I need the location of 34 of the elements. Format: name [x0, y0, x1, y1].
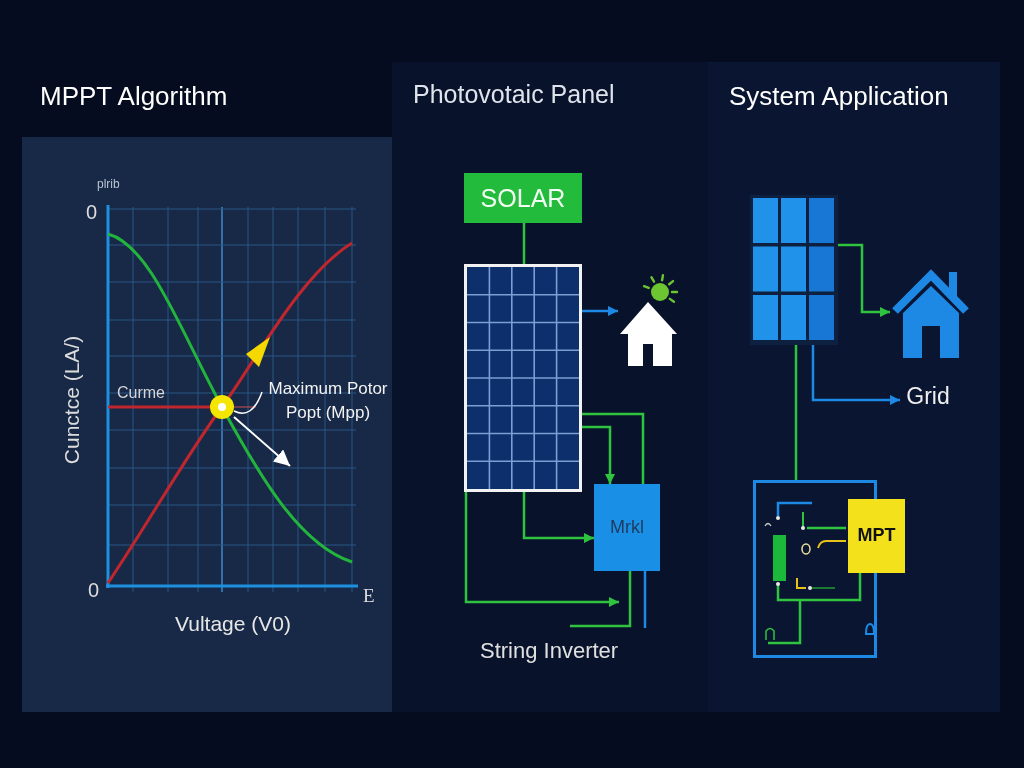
label-box: SOLAR	[464, 173, 582, 223]
curve-label: Curme	[117, 383, 165, 403]
leader-line	[233, 391, 263, 414]
arrow	[811, 345, 900, 405]
axis-title: Vultage (V0)	[175, 611, 291, 637]
section-heading: MPPT Algorithm	[40, 81, 228, 111]
axis-tick-label: 0	[86, 200, 98, 224]
arrow	[838, 243, 890, 317]
section-heading: Photovotaic Panel	[413, 79, 615, 109]
callout-label: Maximum Potor Popt (Mpp)	[262, 377, 394, 425]
connector-line	[643, 571, 647, 628]
arrow	[582, 425, 615, 484]
connector-line	[522, 223, 526, 264]
solar-panel-drawing	[464, 264, 582, 492]
arrow	[582, 306, 618, 316]
axis-tick-label: 0	[88, 578, 100, 602]
connector-line	[582, 412, 645, 484]
axis-unit-label: plrib	[97, 177, 120, 192]
device-box: Mrkl	[594, 484, 660, 571]
section-heading: System Application	[729, 81, 949, 111]
connector-line	[794, 345, 798, 480]
caption-text: String Inverter	[480, 638, 619, 665]
axis-end-label: E	[363, 585, 375, 608]
axis-title: Cunctce (LA/)	[59, 335, 85, 465]
arrow	[464, 492, 619, 607]
connector-line	[570, 571, 632, 628]
arrow	[233, 416, 291, 467]
mpp-point-marker	[210, 395, 234, 419]
controller-box: MPT	[848, 499, 905, 573]
solar-panel-icon	[750, 195, 838, 345]
section-panel	[392, 62, 708, 712]
arrow	[522, 492, 594, 543]
section-panel	[708, 62, 1000, 712]
grid-label: Grid	[900, 382, 956, 412]
